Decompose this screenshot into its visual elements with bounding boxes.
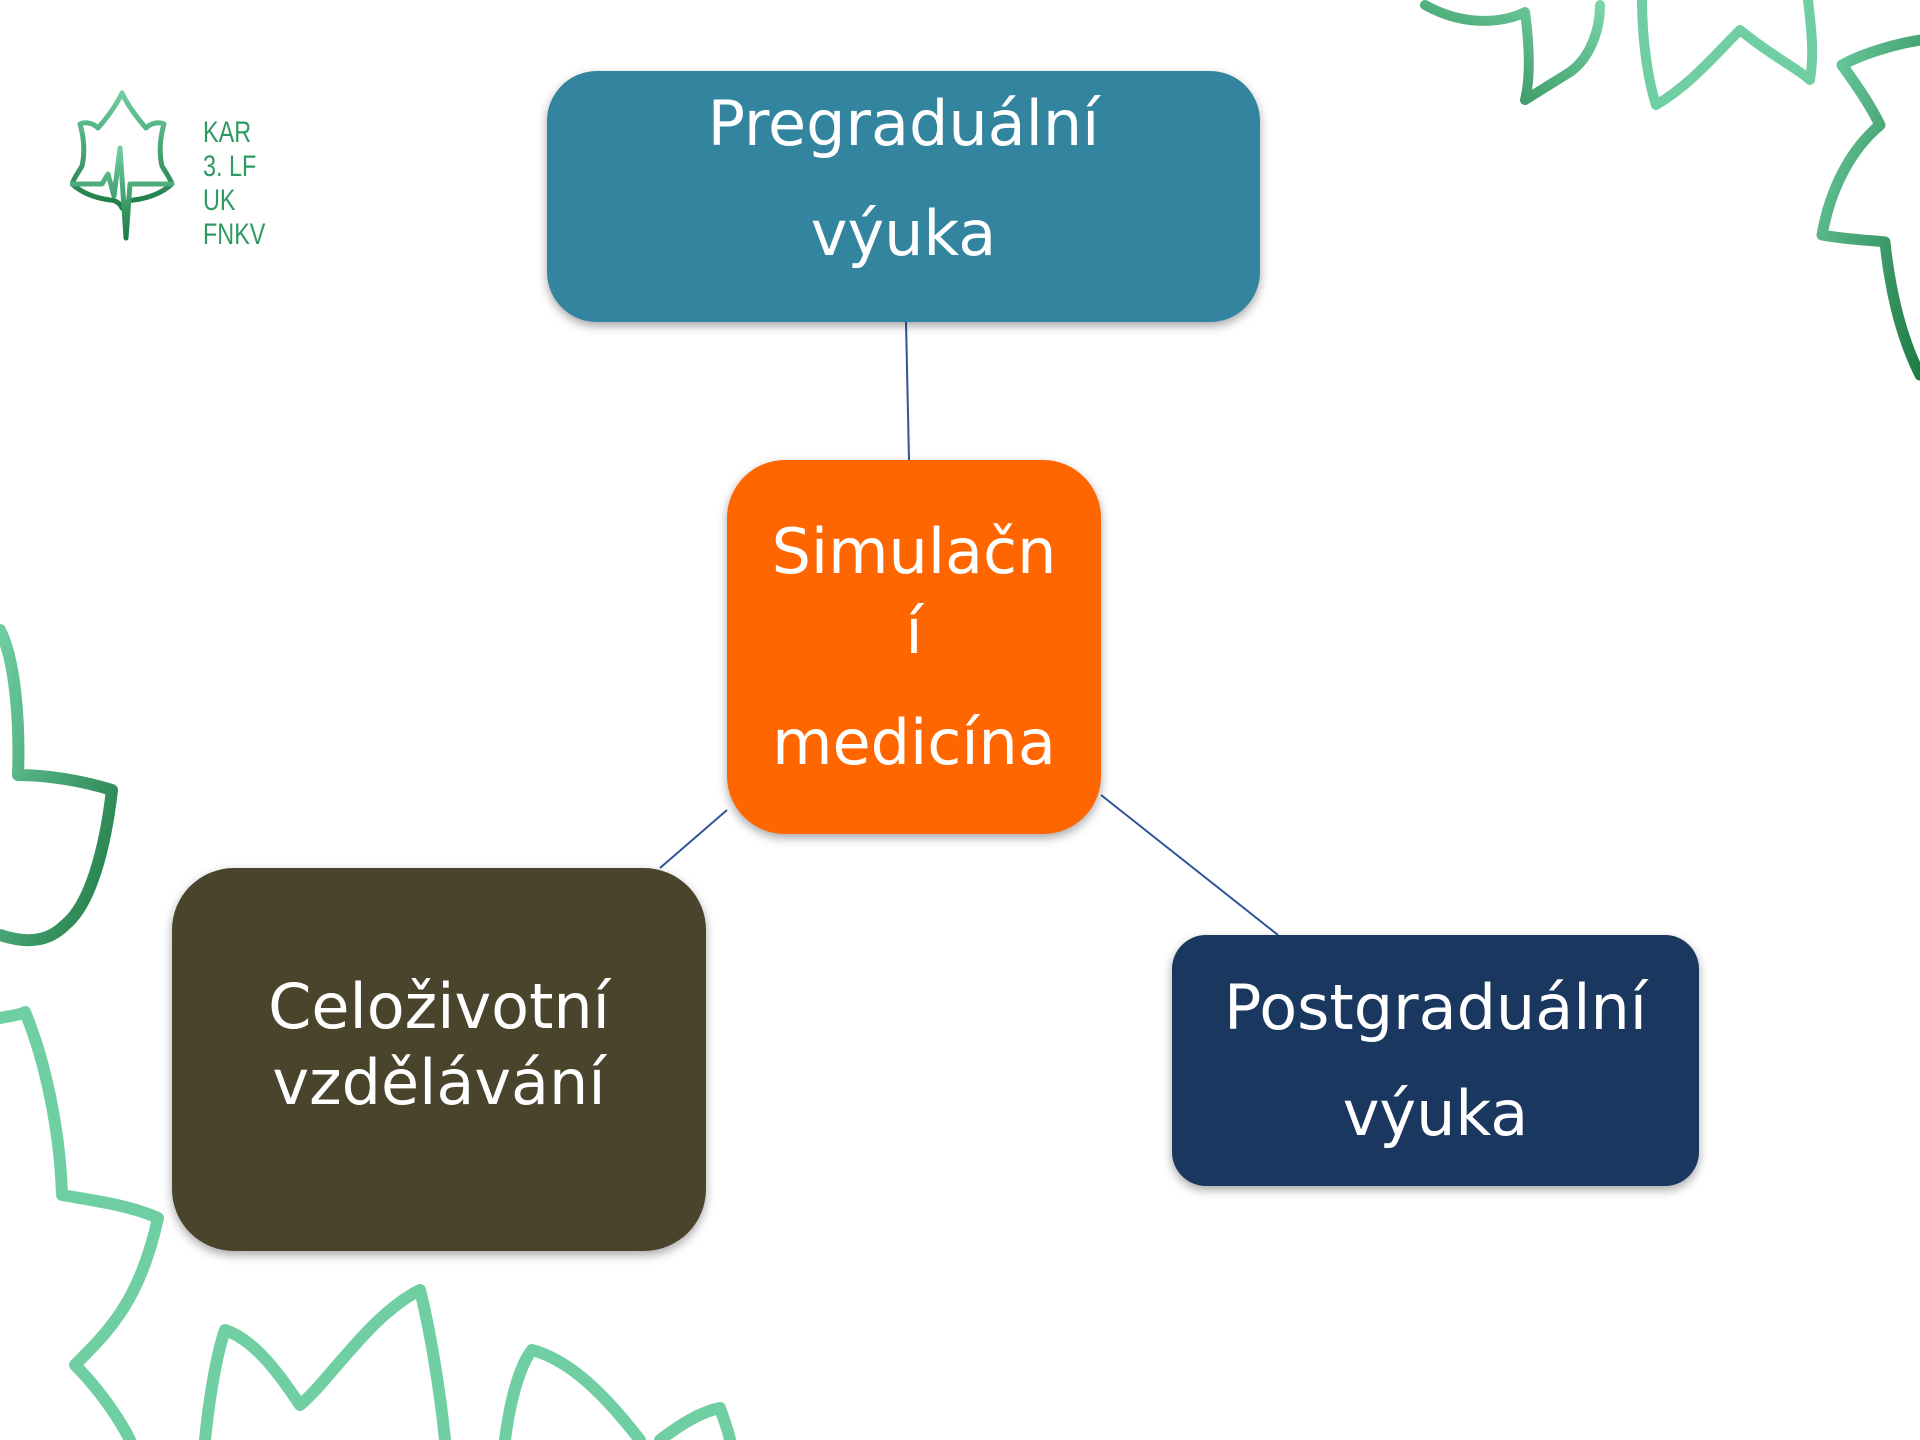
node-celozivotni-line-1: Celoživotní [268, 969, 610, 1043]
node-pregradualni-line-1: Pregraduální [707, 87, 1100, 160]
logo: KAR 3. LF UK FNKV [70, 88, 310, 251]
node-celozivotni-vzdelavani: Celoživotní vzdělávání [172, 868, 706, 1251]
leaf-heartbeat-icon [70, 90, 175, 241]
node-celozivotni-line-2: vzdělávání [272, 1045, 606, 1119]
node-postgradualni-line-2: výuka [1342, 1076, 1529, 1150]
node-postgradualni-line-1: Postgraduální [1224, 970, 1647, 1044]
node-simulacni-line-1: Simulačn [771, 514, 1057, 588]
logo-text: KAR 3. LF UK FNKV [203, 116, 286, 252]
logo-line-fnkv: FNKV [203, 218, 266, 251]
node-pregradualni-vyuka: Pregraduální výuka [547, 71, 1260, 322]
node-pregradualni-line-2: výuka [810, 197, 997, 270]
node-postgradualni-vyuka: Postgraduální výuka [1172, 935, 1699, 1186]
logo-line-faculty: 3. LF UK [203, 150, 257, 217]
node-simulacni-medicina: Simulačn í medicína [727, 460, 1101, 834]
logo-line-kar: KAR [203, 116, 252, 149]
node-simulacni-line-2: í [905, 594, 923, 668]
node-simulacni-line-3: medicína [772, 705, 1056, 779]
